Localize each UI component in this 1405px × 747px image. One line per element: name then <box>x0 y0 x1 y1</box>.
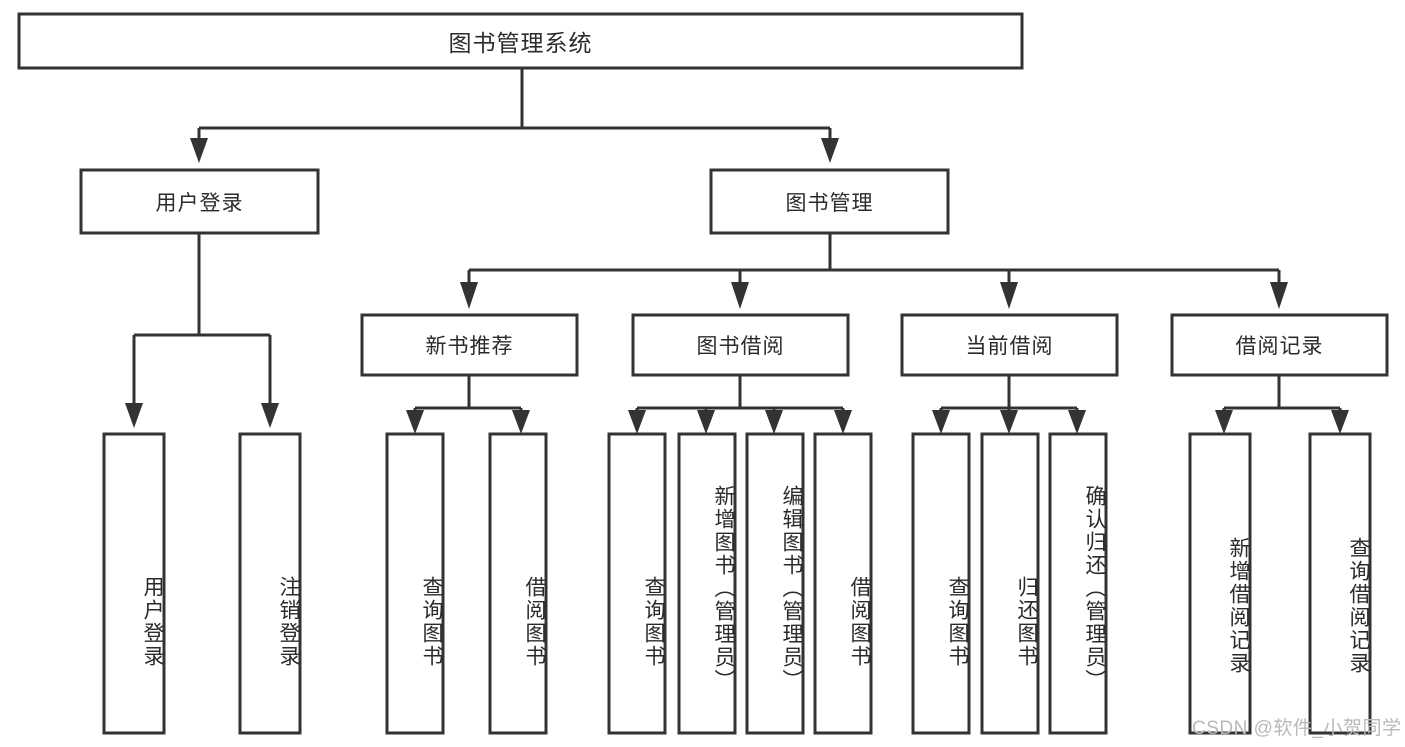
arrow-head-bb-leaf-1 <box>628 410 646 434</box>
node-leaf-query-record[interactable] <box>1308 432 1372 735</box>
node-leaf-add-book[interactable] <box>677 432 737 735</box>
node-leaf-query-book-2[interactable] <box>607 432 667 735</box>
arrow-head-bb-leaf-3 <box>765 410 783 434</box>
node-borrow-record[interactable] <box>1170 313 1389 377</box>
arrow-head-cb-leaf-1 <box>932 410 950 434</box>
node-book-borrow[interactable] <box>631 313 850 377</box>
arrow-head-br-leaf-1 <box>1215 410 1233 434</box>
node-root-book-management-system[interactable] <box>17 12 1024 70</box>
arrow-head-cb-leaf-3 <box>1068 410 1086 434</box>
node-book-management[interactable] <box>709 168 950 235</box>
node-current-borrow[interactable] <box>900 313 1119 377</box>
csdn-watermark: CSDN @软件_小贺同学 <box>1192 718 1402 739</box>
node-leaf-add-record[interactable] <box>1188 432 1252 735</box>
node-user-login[interactable] <box>79 168 320 235</box>
arrow-head-book-borrow <box>731 282 749 309</box>
node-leaf-borrow-book-1[interactable] <box>488 432 548 735</box>
arrow-head-nb-leaf-2 <box>512 410 530 434</box>
arrow-head-borrow-record <box>1270 282 1288 309</box>
node-leaf-query-book-1[interactable] <box>385 432 445 735</box>
arrow-head-bb-leaf-4 <box>834 410 852 434</box>
arrow-head-nb-leaf-1 <box>406 410 424 434</box>
node-leaf-confirm-return[interactable] <box>1048 432 1108 735</box>
node-leaf-query-book-3[interactable] <box>911 432 971 735</box>
arrow-head-cb-leaf-2 <box>1000 410 1018 434</box>
arrow-head-user-login <box>190 138 208 163</box>
arrow-head-bb-leaf-2 <box>697 410 715 434</box>
arrow-head-book-manage <box>821 138 839 163</box>
node-leaf-edit-book[interactable] <box>745 432 805 735</box>
node-leaf-user-login[interactable] <box>102 432 166 735</box>
node-leaf-borrow-book-2[interactable] <box>813 432 873 735</box>
node-leaf-return-book[interactable] <box>980 432 1040 735</box>
node-leaf-logout-login[interactable] <box>238 432 302 735</box>
node-new-book-recommend[interactable] <box>360 313 579 377</box>
arrow-head-leaf-user-login <box>125 403 143 428</box>
arrow-head-new-book <box>460 282 478 309</box>
arrow-head-leaf-logout <box>261 403 279 428</box>
arrow-head-current-borrow <box>1000 282 1018 309</box>
arrow-head-br-leaf-2 <box>1331 410 1349 434</box>
